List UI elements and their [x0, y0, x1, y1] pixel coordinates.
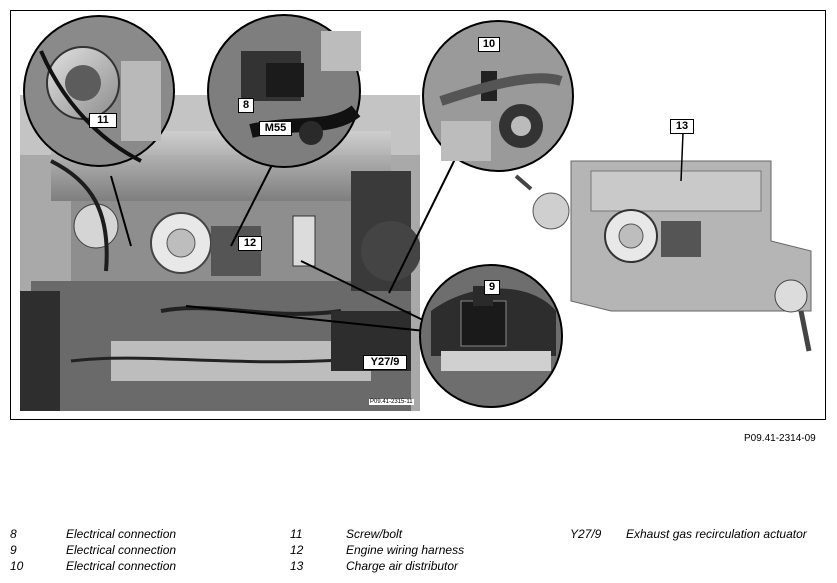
legend-code: 13	[290, 559, 304, 573]
figure-frame: 11 8 M55 10 12 13 9 Y27/9 P09.41-2315-11	[10, 10, 826, 420]
legend-code: 10	[10, 559, 24, 573]
inner-figure-code: P09.41-2315-11	[369, 399, 414, 405]
callout-12: 12	[238, 236, 262, 251]
legend-code: 11	[290, 527, 303, 541]
inset-electrical-connection-10	[422, 20, 574, 172]
legend-text: Screw/bolt	[346, 527, 403, 541]
callout-m55: M55	[259, 121, 292, 136]
figure-code: P09.41-2314-09	[744, 433, 816, 444]
callout-13: 13	[670, 119, 694, 134]
legend-code: 8	[10, 527, 17, 541]
legend-code: 9	[10, 543, 17, 557]
inset-screw	[23, 15, 175, 167]
legend-code: Y27/9	[570, 527, 602, 541]
callout-y27-9: Y27/9	[363, 355, 407, 370]
inset-electrical-connection-9	[419, 264, 563, 408]
callout-10: 10	[478, 37, 500, 52]
inset-electrical-connection-8	[207, 14, 361, 168]
legend-text: Electrical connection	[66, 559, 177, 573]
legend-text: Electrical connection	[66, 527, 177, 541]
engine-illustration	[20, 14, 812, 411]
legend-text: Electrical connection	[66, 543, 177, 557]
callout-11: 11	[89, 113, 117, 128]
leader-lines	[110, 150, 460, 332]
callout-8: 8	[238, 98, 254, 113]
legend-text: Engine wiring harness	[346, 543, 465, 557]
legend-text: Exhaust gas recirculation actuator	[626, 527, 807, 541]
legend-code: 12	[290, 543, 304, 557]
callout-9: 9	[484, 280, 500, 295]
charge-air-distributor-illustration	[514, 132, 812, 352]
legend-text: Charge air distributor	[346, 559, 459, 573]
